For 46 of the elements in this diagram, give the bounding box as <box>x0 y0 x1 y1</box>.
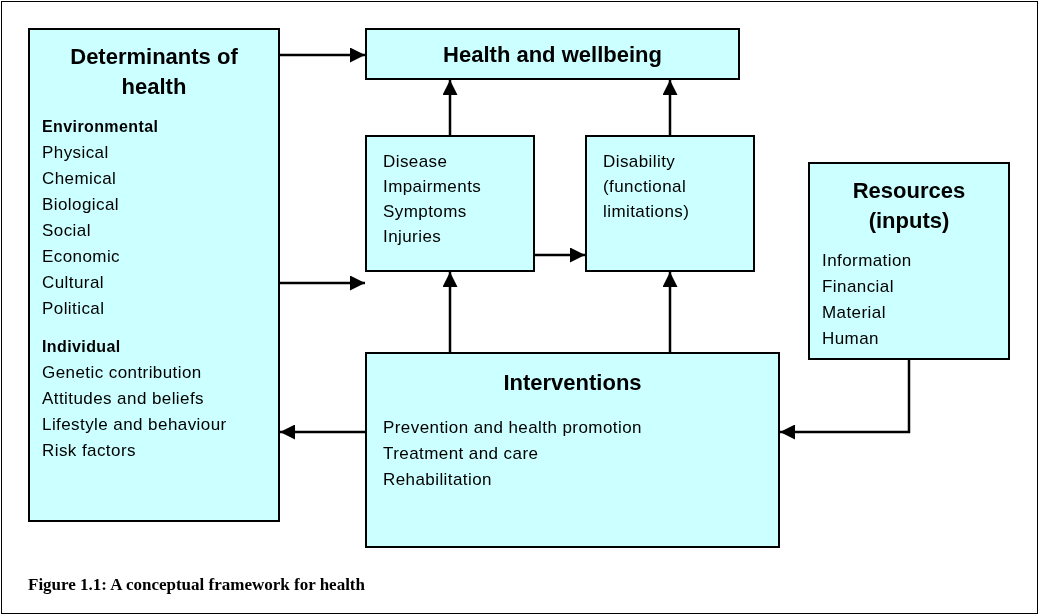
list-item: Lifestyle and behaviour <box>42 414 228 436</box>
list-item: Economic <box>42 246 122 268</box>
interventions-box <box>365 352 780 548</box>
list-item: Social <box>42 220 92 242</box>
arrow <box>280 275 365 291</box>
list-item: Financial <box>822 276 895 298</box>
box-title: Interventions <box>502 369 643 397</box>
figure-caption: Figure 1.1: A conceptual framework for health <box>28 574 365 596</box>
list-item: Injuries <box>383 226 443 248</box>
category-box <box>28 28 280 522</box>
list-item: Disease <box>383 151 449 173</box>
arrow <box>662 80 678 135</box>
list-item: Risk factors <box>42 440 137 462</box>
list-item: Physical <box>42 142 110 164</box>
list-item: Rehabilitation <box>383 469 493 491</box>
outcome-box <box>365 28 740 80</box>
arrow <box>662 272 678 352</box>
arrow <box>280 47 365 63</box>
list-item: Political <box>42 298 106 320</box>
list-item: Treatment and care <box>383 443 540 465</box>
list-item: Prevention and health promotion <box>383 417 643 439</box>
process-box <box>365 135 535 272</box>
list-item: Symptoms <box>383 201 468 223</box>
arrow <box>280 424 365 440</box>
list-item: Biological <box>42 194 120 216</box>
category-box <box>808 162 1010 360</box>
list-item: Chemical <box>42 168 118 190</box>
group-heading: Individual <box>42 337 122 357</box>
box-title: Resources (inputs) <box>851 177 967 235</box>
arrow <box>442 80 458 135</box>
box-title: Health and wellbeing <box>443 40 662 69</box>
list-item: Cultural <box>42 272 105 294</box>
box-title: Determinants of health <box>69 43 239 101</box>
process-box <box>585 135 755 272</box>
list-item: Information <box>822 250 913 272</box>
arrow <box>780 360 911 440</box>
list-item: Disability <box>603 151 677 173</box>
list-item: Human <box>822 328 880 350</box>
list-item: Attitudes and beliefs <box>42 388 206 410</box>
list-item: (functional limitations) <box>603 176 691 223</box>
arrow <box>442 272 458 352</box>
group-heading: Environmental <box>42 117 160 137</box>
list-item: Impairments <box>383 176 483 198</box>
list-item: Genetic contribution <box>42 362 203 384</box>
list-item: Material <box>822 302 887 324</box>
arrow <box>535 247 585 263</box>
